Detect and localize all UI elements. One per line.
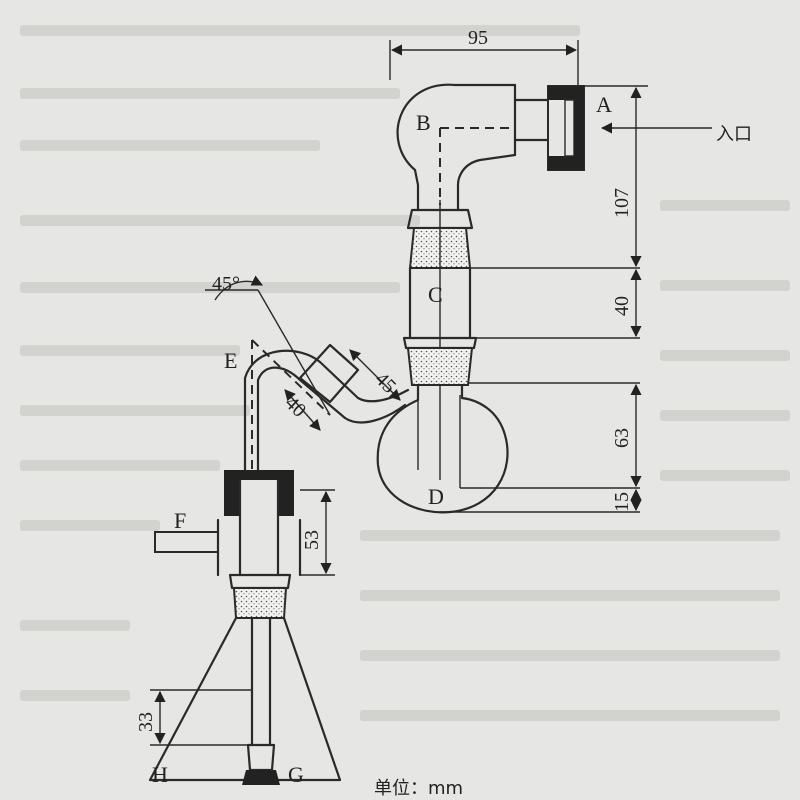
side-arm xyxy=(205,275,410,477)
dim-joint-C: 40 xyxy=(611,296,633,316)
label-E: E xyxy=(224,348,237,373)
label-F: F xyxy=(174,508,186,533)
dim-bulb-D: 63 xyxy=(611,428,633,448)
label-D: D xyxy=(428,484,444,509)
label-C: C xyxy=(428,282,443,307)
socket-A xyxy=(547,85,585,171)
stopper-F xyxy=(154,470,335,577)
dim-angle: 45° xyxy=(212,273,240,295)
unit-caption: 单位：mm xyxy=(374,778,463,799)
elbow-tube-B xyxy=(396,83,550,212)
inlet-label: 入口 xyxy=(716,124,752,145)
dim-arm-40: 40 xyxy=(280,392,310,422)
label-A: A xyxy=(596,92,612,117)
dimension-lines xyxy=(154,40,712,745)
flask xyxy=(148,573,342,785)
joint-lower xyxy=(402,336,640,386)
dim-width-top: 95 xyxy=(468,27,488,49)
dim-tip-G: 33 xyxy=(135,712,157,732)
label-H: H xyxy=(152,762,168,787)
joint-C xyxy=(406,200,640,480)
label-B: B xyxy=(416,110,431,135)
dim-arm-45: 45 xyxy=(370,368,400,398)
bulb-D xyxy=(376,383,640,514)
dim-stopper-F: 53 xyxy=(301,530,323,550)
dim-height-right: 107 xyxy=(611,188,633,218)
label-G: G xyxy=(288,762,304,787)
dim-bottom-D: 15 xyxy=(611,492,633,512)
